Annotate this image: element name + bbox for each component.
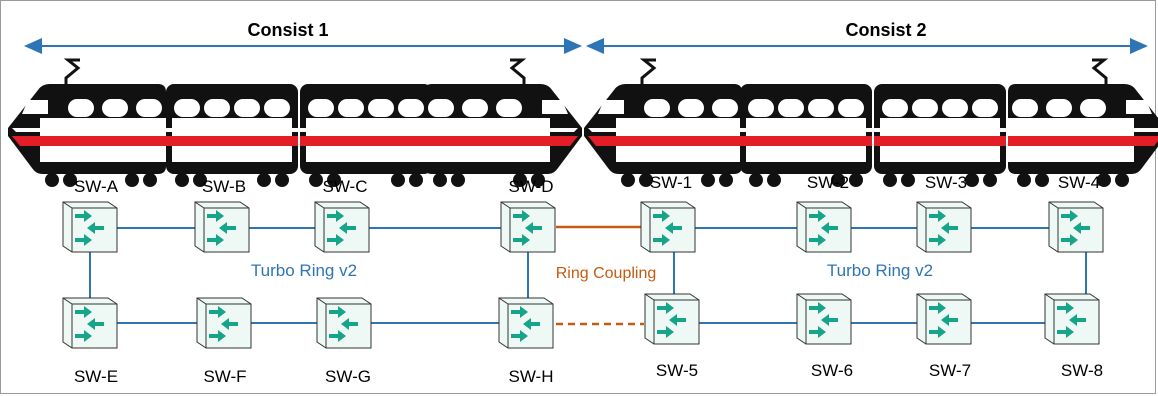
pantograph-icon — [64, 58, 82, 86]
switch-3-icon — [916, 201, 972, 253]
switch-c-icon — [314, 201, 370, 253]
train-car-icon — [300, 84, 432, 187]
switch-1-label: SW-1 — [650, 173, 692, 192]
switch-5-label: SW-5 — [656, 361, 698, 380]
consist-2-label: Consist 2 — [845, 20, 926, 40]
switch-3-label: SW-3 — [925, 173, 967, 192]
pantograph-icon — [508, 58, 526, 86]
ring-2-label: Turbo Ring v2 — [827, 261, 933, 280]
switch-c-label: SW-C — [322, 177, 367, 196]
switch-e-icon — [62, 297, 118, 349]
pantograph-icon — [1090, 58, 1108, 86]
switch-6-label: SW-6 — [811, 361, 853, 380]
switch-4-icon — [1048, 201, 1104, 253]
consist-1-label: Consist 1 — [247, 20, 328, 40]
switch-6-icon — [796, 293, 852, 345]
switch-d-icon — [500, 201, 556, 253]
switch-8-label: SW-8 — [1061, 361, 1103, 380]
switch-g-label: SW-G — [325, 367, 371, 386]
switch-f-icon — [196, 297, 252, 349]
switch-f-label: SW-F — [203, 367, 246, 386]
switch-a-icon — [62, 201, 118, 253]
switch-e-label: SW-E — [74, 367, 118, 386]
train-car-icon — [424, 84, 582, 187]
train-car-icon — [1008, 84, 1158, 187]
switch-1-icon — [640, 201, 696, 253]
switch-d-label: SW-D — [508, 177, 553, 196]
switch-h-label: SW-H — [508, 367, 553, 386]
pantograph-icon — [640, 58, 658, 86]
switch-4-label: SW-4 — [1058, 173, 1100, 192]
train-car-icon — [584, 84, 742, 187]
switch-g-icon — [316, 297, 372, 349]
ring-1-label: Turbo Ring v2 — [251, 261, 357, 280]
switch-5-icon — [644, 293, 700, 345]
switch-2-label: SW-2 — [807, 173, 849, 192]
ring-coupling-label: Ring Coupling — [556, 265, 657, 282]
switch-8-icon — [1044, 293, 1100, 345]
switch-h-icon — [498, 297, 554, 349]
switch-b-icon — [194, 201, 250, 253]
switch-7-icon — [916, 293, 972, 345]
switch-2-icon — [796, 201, 852, 253]
switch-a-label: SW-A — [74, 177, 119, 196]
train-car-icon — [740, 84, 872, 187]
train-car-icon — [8, 84, 166, 187]
consist-1-train — [8, 58, 582, 187]
consist-2-train — [584, 58, 1158, 187]
switch-b-label: SW-B — [202, 177, 246, 196]
train-car-icon — [874, 84, 1006, 187]
train-car-icon — [166, 84, 298, 187]
switch-7-label: SW-7 — [929, 361, 971, 380]
